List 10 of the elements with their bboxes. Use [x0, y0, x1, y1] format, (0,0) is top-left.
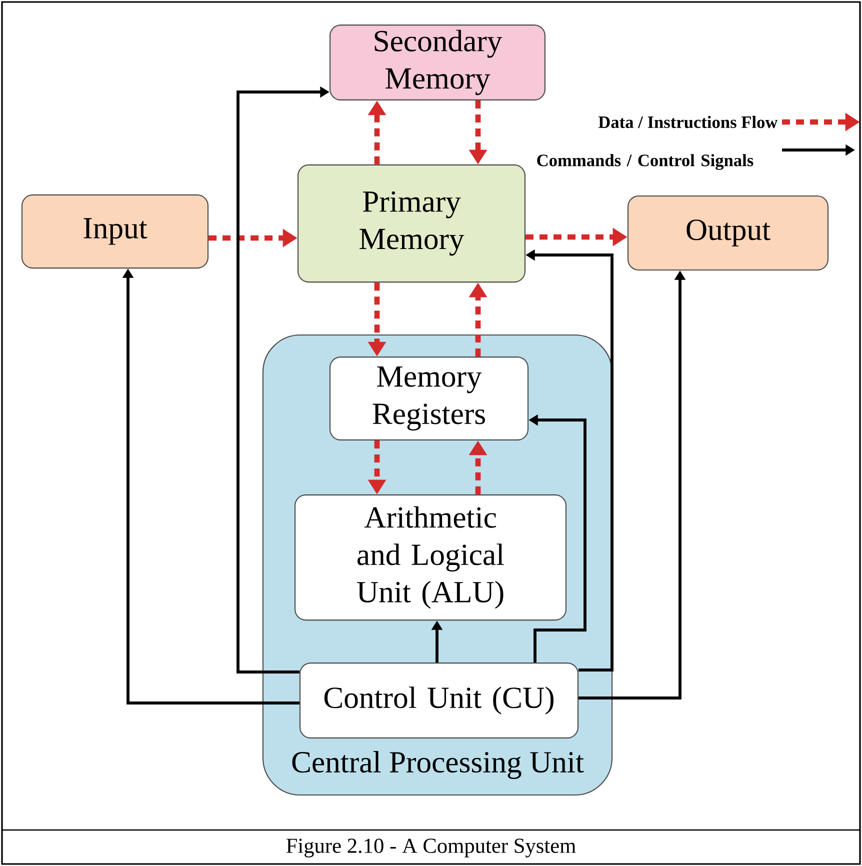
register-box: Memory Registers: [329, 356, 529, 440]
sec-memory-box: Secondary Memory: [330, 24, 546, 100]
control-unit-box: Control Unit (CU): [299, 662, 579, 738]
output-box: Output: [627, 195, 829, 271]
caption: Figure 2.10 - A Computer System: [286, 838, 576, 858]
legend-text: Data / Instructions Flow: [598, 116, 778, 128]
primary-memory-box: Primary Memory: [298, 164, 526, 283]
input-box: Input: [21, 194, 209, 269]
legend-text: Commands / Control Signals: [537, 154, 754, 170]
alu-box: Arithmetic and Logical Unit (ALU): [294, 494, 566, 621]
